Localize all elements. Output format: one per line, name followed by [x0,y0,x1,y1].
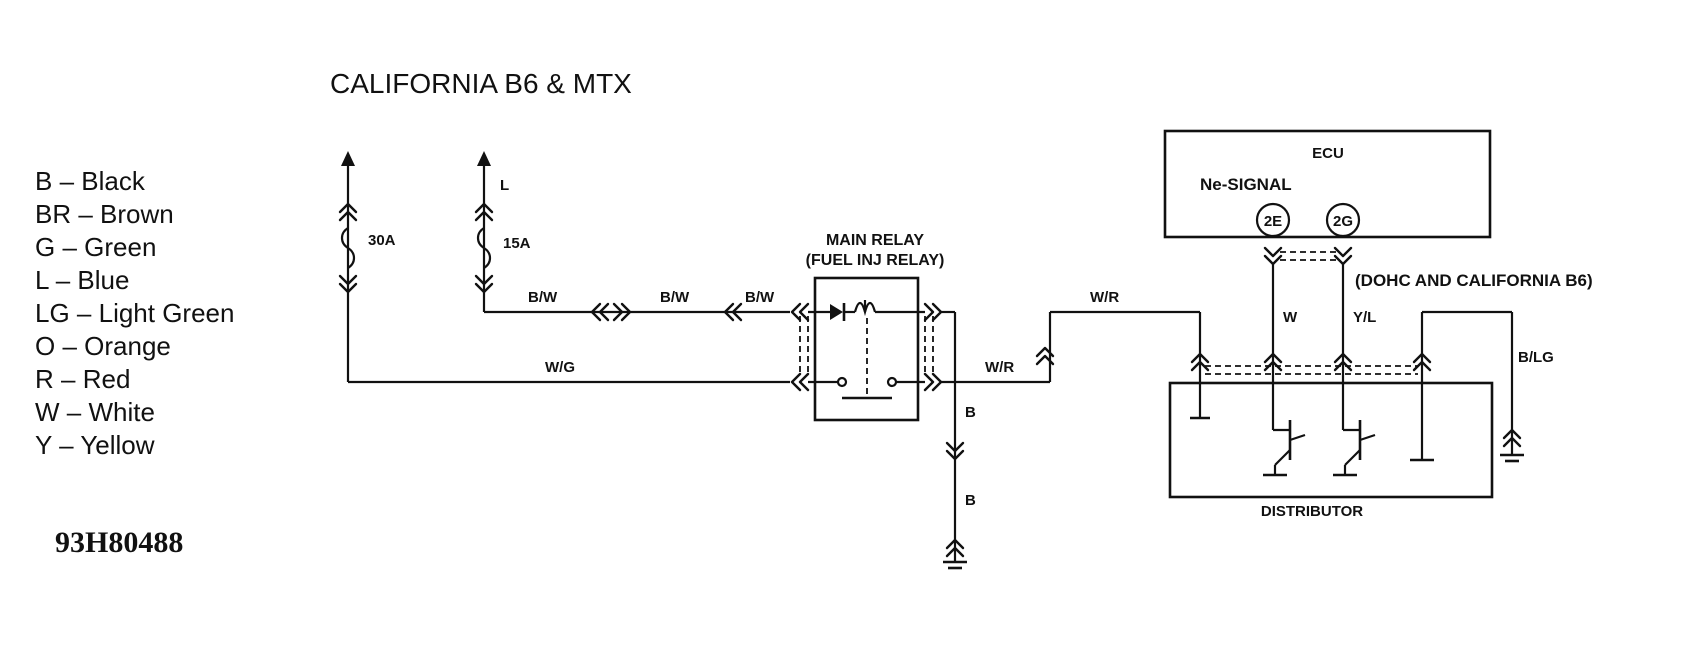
supply-wire-label-l: L [500,177,509,194]
legend-item-br: BR – Brown [35,199,174,229]
legend-item-o: O – Orange [35,331,171,361]
wire-label-bw: B/W [528,289,558,306]
legend-item-l: L – Blue [35,265,129,295]
fuse-15a-circuit: L 15A B/W B/W B/W [474,151,790,322]
fuse-15a-icon [476,227,492,269]
legend-item-b: B – Black [35,166,146,196]
relay-sublabel: (FUEL INJ RELAY) [806,252,945,269]
wire-label-bw: B/W [745,289,775,306]
main-relay: MAIN RELAY (FUEL INJ RELAY) [790,232,945,422]
wire-label-b: B [965,492,976,509]
svg-text:2E: 2E [1264,213,1282,230]
diode-icon [830,304,843,320]
ecu-box [1163,129,1492,239]
dohc-note: (DOHC AND CALIFORNIA B6) [1355,271,1593,290]
diagram-title: CALIFORNIA B6 & MTX [330,68,632,99]
fuse-30a-rating: 30A [368,232,396,249]
ecu-module: ECU Ne-SIGNAL 2E 2G (DOHC AND CALIFORNIA… [1163,129,1593,290]
legend-item-lg: LG – Light Green [35,298,234,328]
ecu-signal-wires: W Y/L [1263,246,1376,430]
fuse-15a-rating: 15A [503,235,531,252]
wire-label-w: W [1283,309,1298,326]
legend-item-r: R – Red [35,364,130,394]
color-legend: B – Black BR – Brown G – Green L – Blue … [35,166,234,460]
blg-circuit: B/LG [1420,310,1554,463]
relay-label: MAIN RELAY [826,232,924,249]
distributor-box [1168,381,1494,499]
wire-label-blg: B/LG [1518,349,1554,366]
wire-label-bw: B/W [660,289,690,306]
legend-item-w: W – White [35,397,155,427]
distributor-label: DISTRIBUTOR [1261,503,1363,520]
svg-text:2G: 2G [1333,213,1353,230]
ecu-signal-label: Ne-SIGNAL [1200,175,1292,194]
supply-arrow-icon [341,151,355,166]
relay-output-circuit: B B W/R W/R [941,289,1202,570]
legend-item-y: Y – Yellow [35,430,155,460]
relay-contact-icon [836,376,848,388]
wire-label-wg: W/G [545,359,575,376]
wire-label-yl: Y/L [1353,309,1376,326]
relay-contact-icon [886,376,898,388]
ecu-label: ECU [1312,145,1344,162]
relay-box [813,276,920,422]
legend-item-g: G – Green [35,232,156,262]
ecu-pin-2e [1255,202,1291,238]
figure-code: 93H80488 [55,526,183,559]
wire-label-b: B [965,404,976,421]
wire-label-wr: W/R [1090,289,1119,306]
fuse-30a-icon [340,227,356,269]
wire-label-wr: W/R [985,359,1014,376]
ecu-pin-2g [1325,202,1361,238]
supply-arrow-icon [477,151,491,166]
distributor: DISTRIBUTOR [1168,352,1494,520]
fuse-30a-circuit: 30A W/G [338,151,790,384]
